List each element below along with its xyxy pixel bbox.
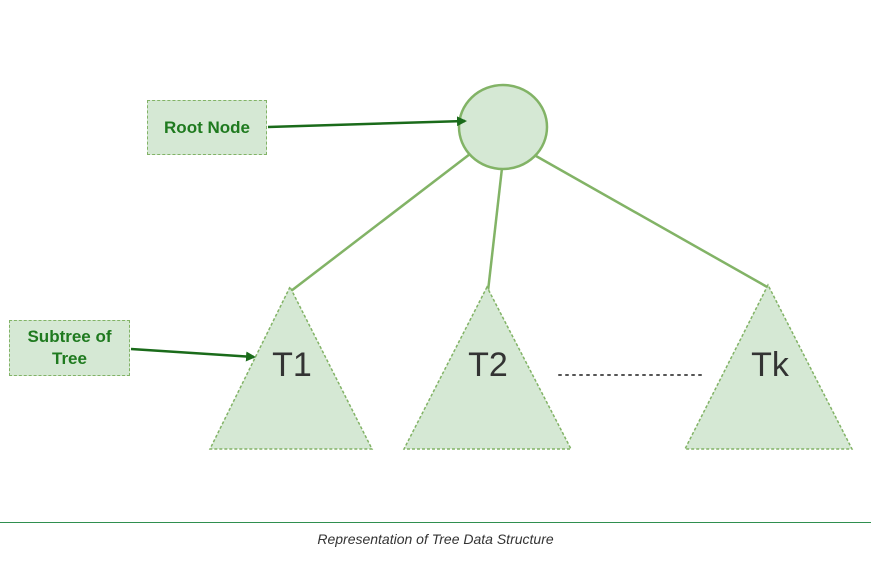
subtree-triangle-t2: [402, 285, 573, 450]
root-node-arrow: [267, 116, 467, 129]
edge-root-t2: [486, 167, 504, 292]
root-node-circle: [457, 83, 549, 171]
subtree-triangle-tk: [683, 283, 854, 450]
edge-root-t1: [290, 153, 471, 292]
root-node-callout: Root Node: [147, 100, 267, 155]
subtree-callout: Subtree of Tree: [9, 320, 130, 376]
figure-caption: Representation of Tree Data Structure: [317, 531, 554, 547]
subtree-callout-line2: Tree: [52, 349, 87, 368]
edge-root-tk: [535, 154, 770, 290]
subtree-label-t2: T2: [468, 346, 508, 384]
subtree-arrow: [130, 347, 256, 362]
root-node-callout-text: Root Node: [164, 117, 250, 137]
caption-divider: [0, 522, 871, 523]
subtree-label-tk: Tk: [751, 346, 789, 384]
subtree-label-t1: T1: [272, 346, 312, 384]
subtree-triangle-t1: [208, 285, 374, 450]
subtree-callout-line1: Subtree of: [27, 327, 112, 346]
